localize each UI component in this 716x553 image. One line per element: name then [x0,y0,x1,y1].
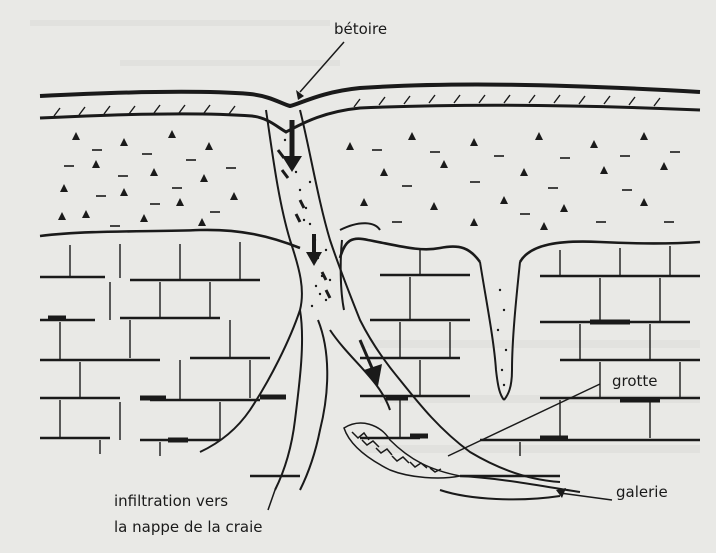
chalk-bedrock-layer [40,242,700,476]
gallery-outline [440,476,580,499]
label-grotte: grotte [612,372,658,390]
betoire-sinkhole-conduit [200,110,560,490]
label-betoire: bétoire [334,20,387,38]
clay-with-flints-layer [58,130,680,230]
surface-soil-layer [40,85,700,132]
label-infiltration-line2: la nappe de la craie [114,518,263,536]
label-infiltration-line1: infiltration vers [114,492,228,510]
label-galerie: galerie [616,483,668,501]
chalk-top-boundary [40,230,700,262]
secondary-dissolution-shaft [480,262,520,400]
